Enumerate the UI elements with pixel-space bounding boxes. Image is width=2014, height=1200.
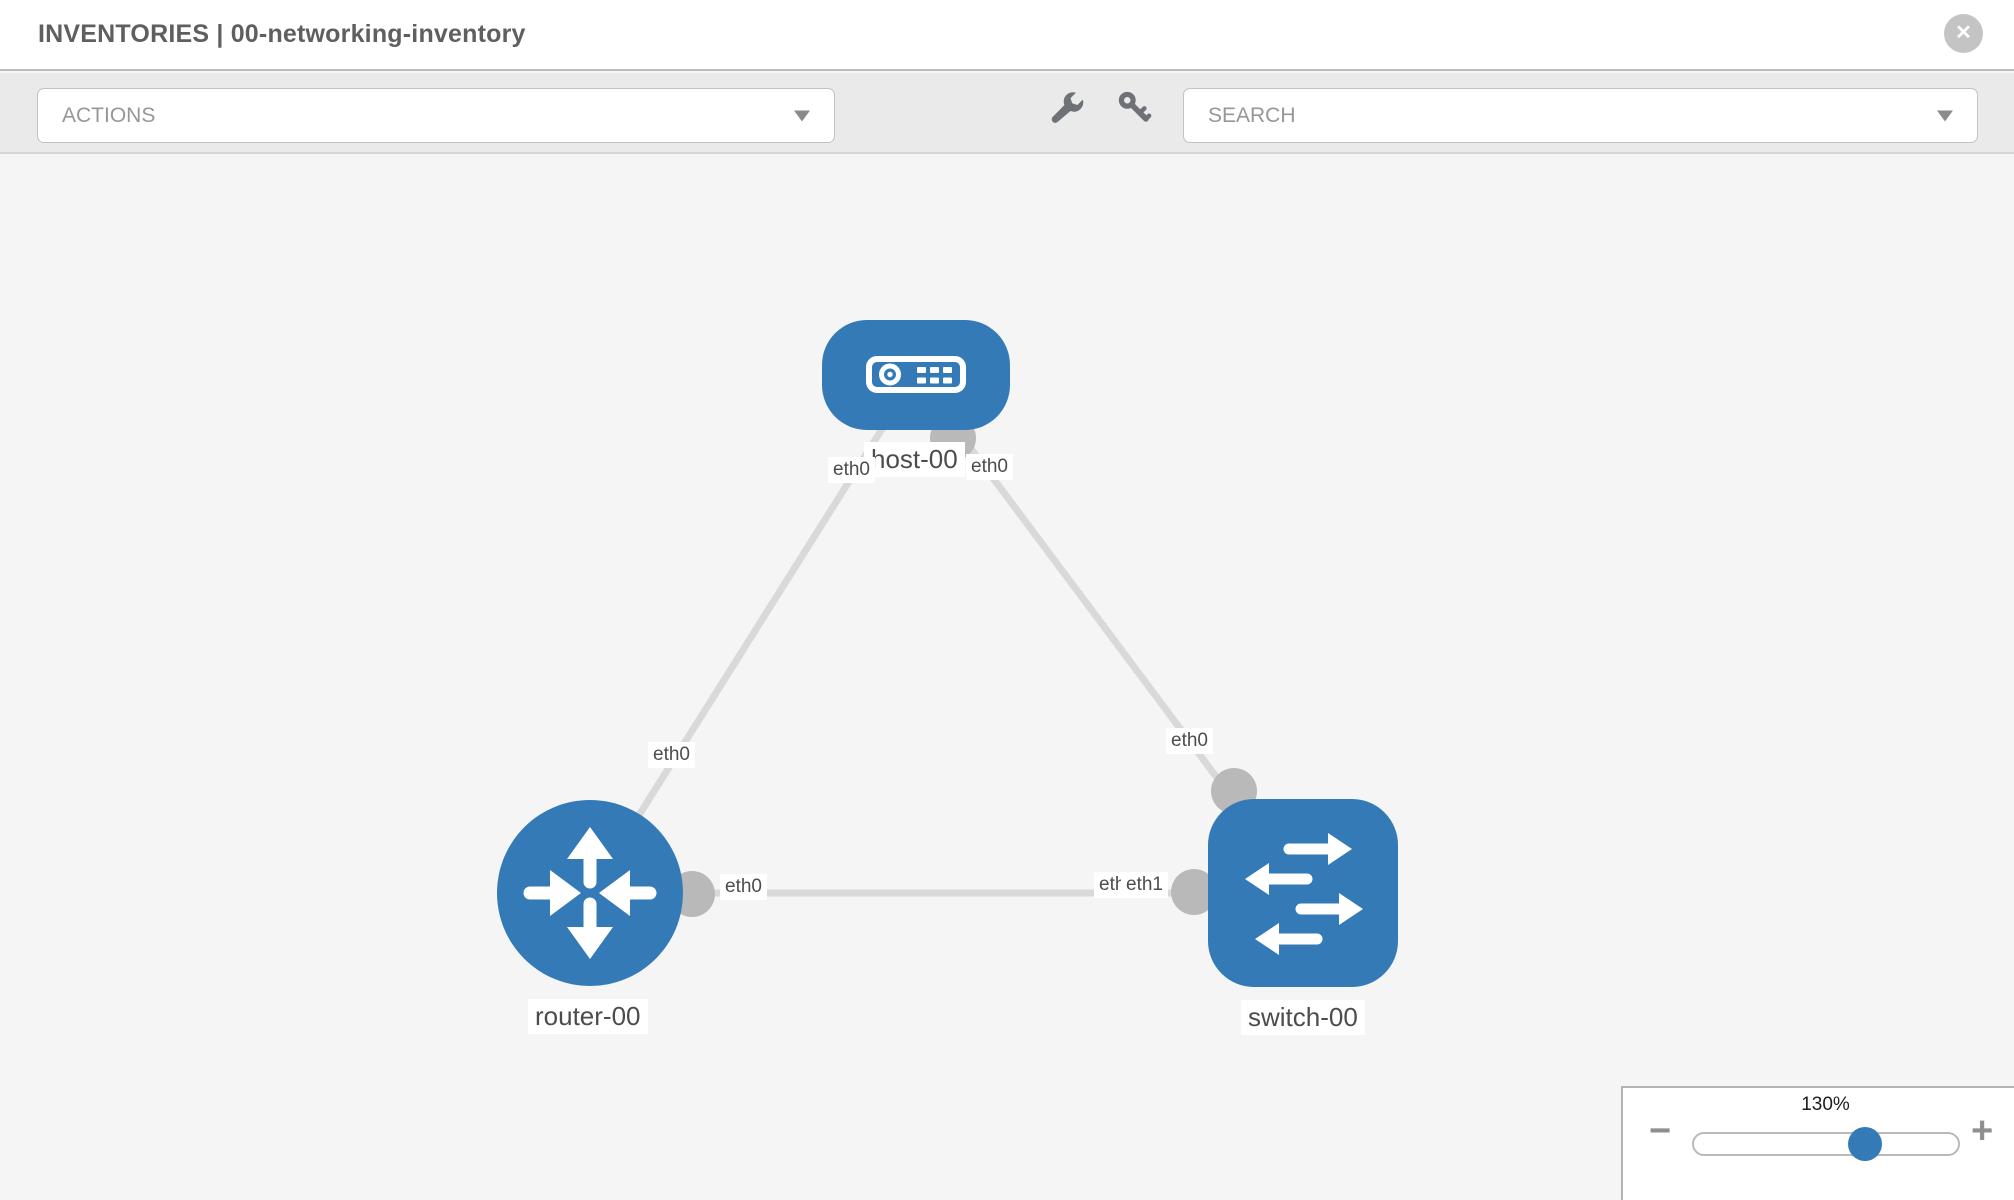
close-icon: ✕ — [1955, 22, 1972, 44]
key-button[interactable] — [1112, 85, 1156, 129]
interface-connector-switch-left[interactable] — [1171, 869, 1217, 915]
search-dropdown-label: SEARCH — [1208, 103, 1296, 127]
chevron-down-icon — [794, 110, 810, 121]
page-title: INVENTORIES | 00-networking-inventory — [38, 20, 526, 48]
router-arrows-icon — [523, 827, 657, 959]
toolbar: ACTIONS — [0, 73, 2014, 154]
node-label-router-00: router-00 — [528, 999, 648, 1034]
interface-label-switch-left-front: eth1 — [1121, 872, 1168, 898]
switch-arrows-icon — [1245, 833, 1363, 955]
wrench-icon — [1044, 89, 1088, 125]
search-dropdown[interactable]: SEARCH — [1183, 88, 1978, 143]
chevron-down-icon — [1937, 110, 1953, 121]
interface-label-router-uplink: eth0 — [648, 742, 695, 768]
interface-label-switch-top: eth0 — [1166, 728, 1213, 754]
configure-wrench-button[interactable] — [1044, 85, 1088, 129]
key-icon — [1112, 89, 1156, 125]
interface-label-router-right: eth0 — [720, 874, 767, 900]
node-host-00[interactable] — [822, 320, 1010, 430]
topology-canvas[interactable]: host-00 router-00 switch-00 eth0 eth0 et… — [0, 156, 2014, 1200]
node-label-switch-00: switch-00 — [1241, 1000, 1365, 1035]
node-label-host-00: host-00 — [864, 442, 965, 477]
node-switch-00[interactable] — [1208, 799, 1398, 987]
zoom-level-value: 130% — [1801, 1094, 1850, 1115]
node-router-00[interactable] — [497, 800, 683, 986]
interface-label-host-left: eth0 — [828, 457, 875, 483]
zoom-in-button[interactable]: + — [1971, 1112, 1993, 1150]
close-button[interactable]: ✕ — [1944, 14, 1983, 53]
header: INVENTORIES | 00-networking-inventory ✕ — [0, 0, 2014, 71]
actions-dropdown-label: ACTIONS — [62, 103, 156, 127]
actions-dropdown[interactable]: ACTIONS — [37, 88, 835, 143]
zoom-out-button[interactable]: − — [1649, 1112, 1671, 1150]
minus-icon: − — [1649, 1110, 1672, 1152]
zoom-slider-knob[interactable] — [1848, 1127, 1882, 1161]
zoom-panel: 130% − + — [1621, 1086, 2014, 1200]
zoom-slider-track[interactable] — [1692, 1132, 1960, 1156]
interface-label-host-right: eth0 — [966, 454, 1013, 480]
host-server-icon — [866, 356, 966, 393]
plus-icon: + — [1971, 1110, 1994, 1152]
